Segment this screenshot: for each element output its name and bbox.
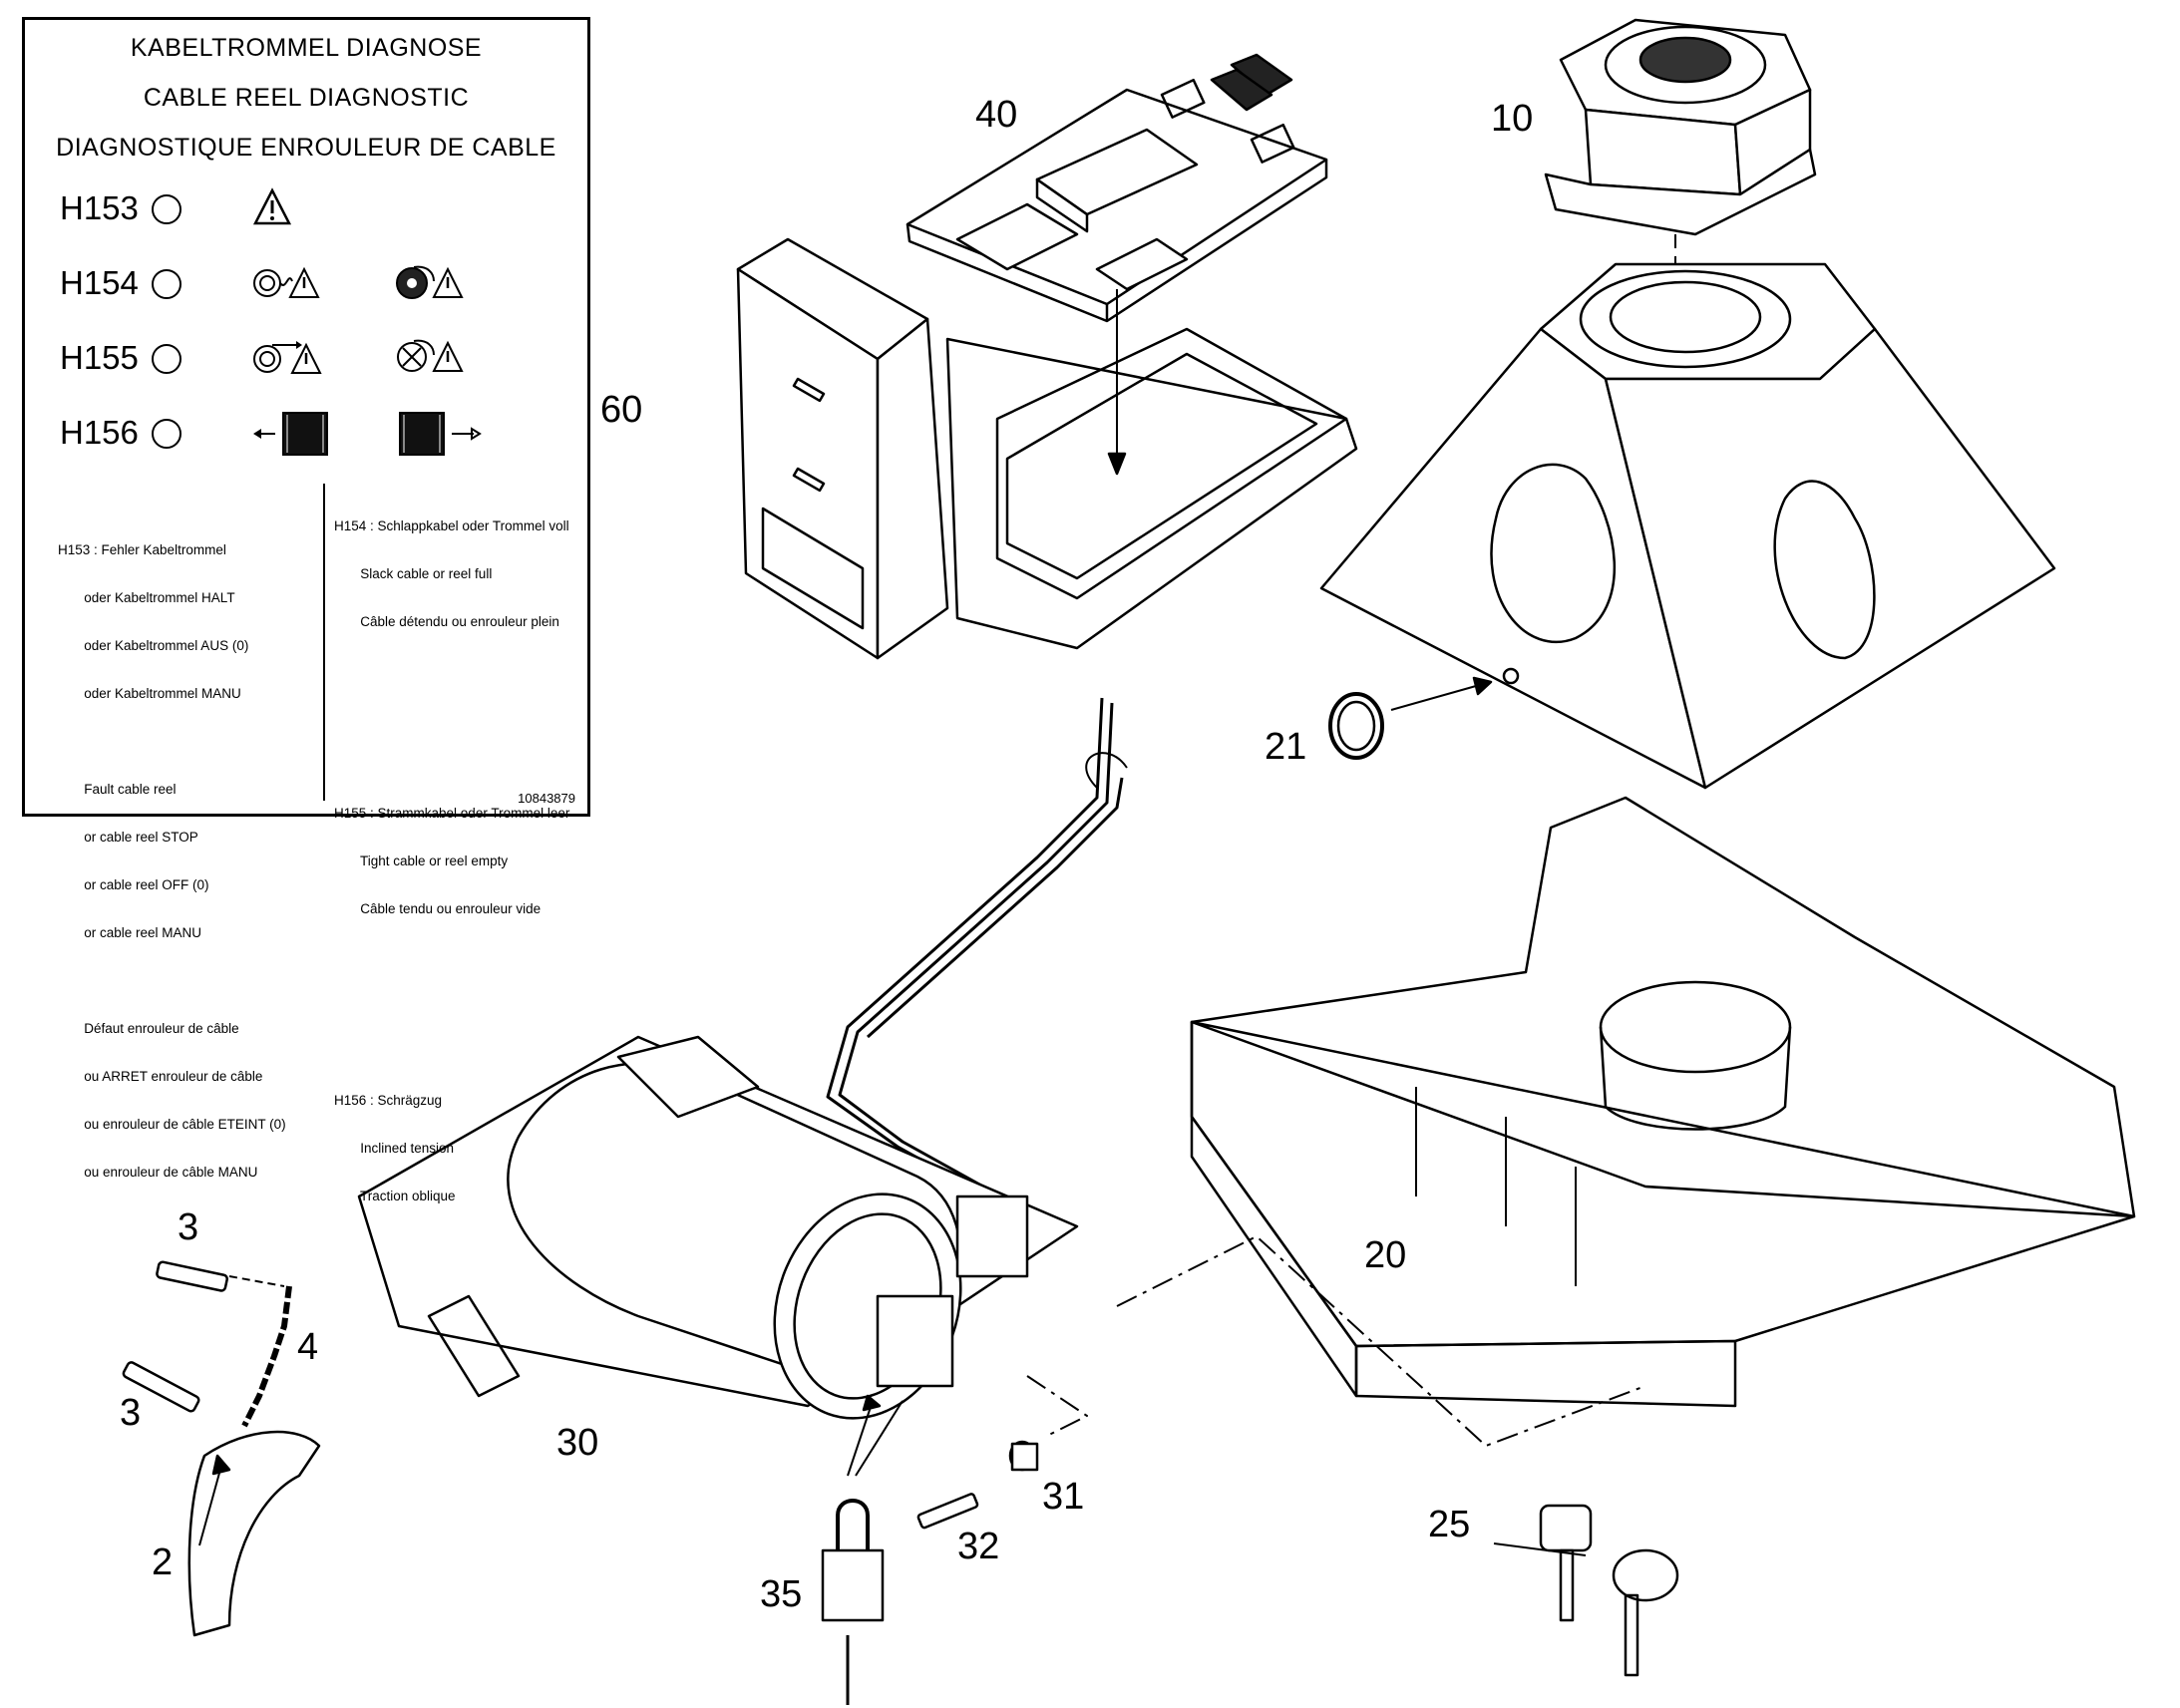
warning-triangle-icon	[252, 187, 292, 225]
indicator-code-h154: H154	[60, 264, 139, 301]
notes-left-column: H153 : Fehler Kabeltrommel oder Kabeltro…	[58, 542, 286, 1180]
callout-40: 40	[975, 94, 1018, 136]
reel-full-warning-icon	[396, 265, 464, 299]
base-chassis-part	[1190, 796, 2136, 1408]
slewing-drive-part	[1544, 18, 1817, 339]
callout-4: 4	[297, 1326, 319, 1368]
callout-31: 31	[1042, 1476, 1085, 1518]
diagnostic-cabinet-part	[736, 237, 1358, 660]
indicator-lamp-h153	[152, 194, 182, 224]
inclined-tension-right-icon	[399, 412, 482, 456]
callout-25: 25	[1428, 1504, 1471, 1545]
callout-30: 30	[556, 1422, 599, 1464]
panel-title-en: CABLE REEL DIAGNOSTIC	[143, 84, 470, 112]
callout-20: 20	[1364, 1234, 1407, 1276]
ring-seal-part	[1328, 676, 1493, 760]
notes-right-column: H154 : Schlappkabel oder Trommel voll Sl…	[334, 518, 570, 1203]
keys-part	[1493, 1504, 1679, 1677]
callout-60: 60	[600, 389, 643, 431]
tight-cable-warning-icon	[253, 341, 322, 374]
cable-reel-assembly-part	[357, 1035, 1079, 1420]
slack-cable-warning-icon	[253, 266, 320, 298]
notes-divider	[323, 484, 325, 801]
indicator-lamp-h156	[152, 419, 182, 449]
indicator-code-h155: H155	[60, 339, 139, 376]
callout-10: 10	[1491, 98, 1534, 140]
tower-adapter-housing-part	[1319, 262, 2056, 790]
reel-empty-warning-icon	[397, 339, 464, 372]
callout-3-upper: 3	[178, 1206, 199, 1248]
cable-reel-diagnostic-panel: KABELTROMMEL DIAGNOSE CABLE REEL DIAGNOS…	[22, 17, 590, 1203]
spacer-and-bolt-part	[916, 1440, 1039, 1530]
callout-21: 21	[1265, 726, 1307, 768]
padlock-part	[821, 1394, 904, 1705]
control-desk-plate-part	[906, 53, 1328, 323]
callout-32: 32	[957, 1526, 1000, 1567]
panel-title-fr: DIAGNOSTIQUE ENROULEUR DE CABLE	[56, 134, 556, 162]
callout-2: 2	[152, 1541, 174, 1583]
pins-and-chain-part	[122, 1260, 321, 1637]
document-number: 10843879	[518, 791, 575, 806]
indicator-lamp-h154	[152, 269, 182, 299]
indicator-code-h153: H153	[60, 189, 139, 226]
callout-3-lower: 3	[120, 1392, 142, 1434]
indicator-code-h156: H156	[60, 414, 139, 451]
panel-title-de: KABELTROMMEL DIAGNOSE	[130, 34, 483, 62]
assembly-guide-lines	[1026, 1235, 1646, 1447]
cable-bundle	[826, 697, 1128, 1198]
inclined-tension-left-icon	[253, 412, 328, 456]
indicator-lamp-h155	[152, 344, 182, 374]
callout-35: 35	[760, 1573, 803, 1615]
